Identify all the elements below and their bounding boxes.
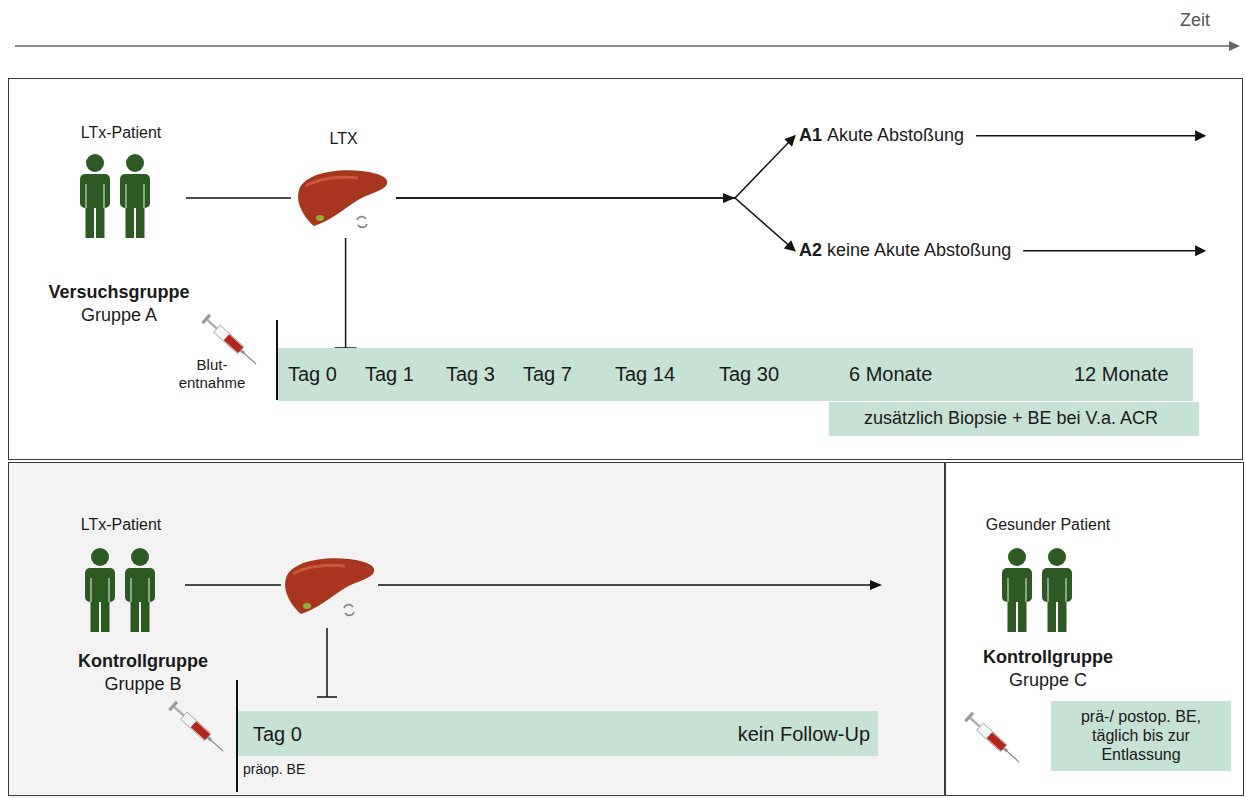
node-text: Tag 7 xyxy=(523,362,572,386)
note-band: zusätzlich Biopsie + BE bei V.a. ACR xyxy=(829,402,1199,436)
flow-line xyxy=(185,584,281,586)
tee-connector xyxy=(345,238,347,348)
node-text: LTX xyxy=(291,129,396,148)
tee-bar xyxy=(317,696,337,698)
group-panel: KontrollgruppeGruppe C Gesunder Patient pr… xyxy=(945,462,1244,796)
node-text: zusätzlich Biopsie + BE bei V.a. ACR xyxy=(829,408,1193,430)
tee-line xyxy=(326,628,328,697)
sampling-label: Blut- entnahme xyxy=(176,356,248,392)
group-panel: KontrollgruppeGruppe B LTx-PatientTag 0 ke… xyxy=(8,462,945,796)
node-text: Tag 14 xyxy=(615,362,675,386)
time-axis xyxy=(15,45,1232,47)
group-panel: VersuchsgruppeGruppe A LTx-Patient LTX A1Ak… xyxy=(8,78,1243,460)
timeline-band: Tag 0 Tag 1 Tag 3 Tag 7 Tag 14 Tag 30 6 Monate… xyxy=(278,348,1193,401)
flow-connector xyxy=(186,197,291,199)
liver-icon xyxy=(285,558,374,615)
timeline-band: Tag 0 kein Follow-Up xyxy=(238,711,878,756)
continuation-arrow xyxy=(976,135,1205,137)
node-text: keine Akute Abstoßung xyxy=(827,240,1011,262)
node-text: prä-/ postop. BE, täglich bis zur Entlas… xyxy=(1057,707,1225,765)
node-text: kein Follow-Up xyxy=(738,722,870,746)
node-text: Gesunder Patient xyxy=(963,515,1133,534)
syringe-icon xyxy=(168,701,227,755)
panel-ground xyxy=(8,462,945,798)
branch-arrow xyxy=(396,136,795,198)
node-text: Kontrollgruppe xyxy=(948,647,1148,669)
syringe-icon xyxy=(964,712,1023,766)
outcome-label: A2keine Akute Abstoßung xyxy=(799,240,1011,262)
patient-figure xyxy=(80,154,110,238)
node-text: Tag 30 xyxy=(719,362,779,386)
split-head xyxy=(723,193,735,203)
flow-head xyxy=(870,580,882,590)
patient-figure xyxy=(1002,548,1032,632)
continuation-arrow xyxy=(1023,250,1205,252)
procedure-band: prä-/ postop. BE, täglich bis zur Entlas… xyxy=(1051,701,1231,771)
patient-figure xyxy=(85,548,115,632)
patient-group: Gesunder Patient xyxy=(963,513,1133,638)
node-text: A1 xyxy=(799,125,822,147)
node-text: Tag 3 xyxy=(446,362,495,386)
node-text: LTx-Patient xyxy=(56,123,186,142)
flow-line xyxy=(378,584,872,586)
node-text: Tag 0 xyxy=(253,722,302,746)
sampling-note: präop. BE xyxy=(243,761,305,778)
axis-label: Zeit xyxy=(1180,10,1210,32)
node-text: Tag 1 xyxy=(365,362,414,386)
time-axis-head xyxy=(1229,41,1240,51)
node-text: 6 Monate xyxy=(849,362,932,386)
branch-arrow xyxy=(396,198,795,251)
patient-figure xyxy=(120,154,150,238)
patient-figure xyxy=(1042,548,1072,632)
node-text: Akute Abstoßung xyxy=(827,125,964,147)
node-text: Versuchsgruppe xyxy=(19,282,219,304)
patient-group: LTx-Patient xyxy=(56,121,186,243)
outcome-label: A1Akute Abstoßung xyxy=(799,125,964,147)
patient-figure xyxy=(125,548,155,632)
node-text: Gruppe A xyxy=(19,305,219,327)
node-text: Tag 0 xyxy=(288,362,337,386)
node-text: LTx-Patient xyxy=(56,515,186,534)
transplant-liver: LTX xyxy=(291,129,396,234)
liver-icon xyxy=(298,170,387,227)
node-text: Kontrollgruppe xyxy=(43,651,243,673)
node-text: A2 xyxy=(799,240,822,262)
patient-group: LTx-Patient xyxy=(56,513,186,638)
node-text: 12 Monate xyxy=(1074,362,1169,386)
node-text: Gruppe C xyxy=(948,670,1148,692)
node-text: Gruppe B xyxy=(43,674,243,696)
